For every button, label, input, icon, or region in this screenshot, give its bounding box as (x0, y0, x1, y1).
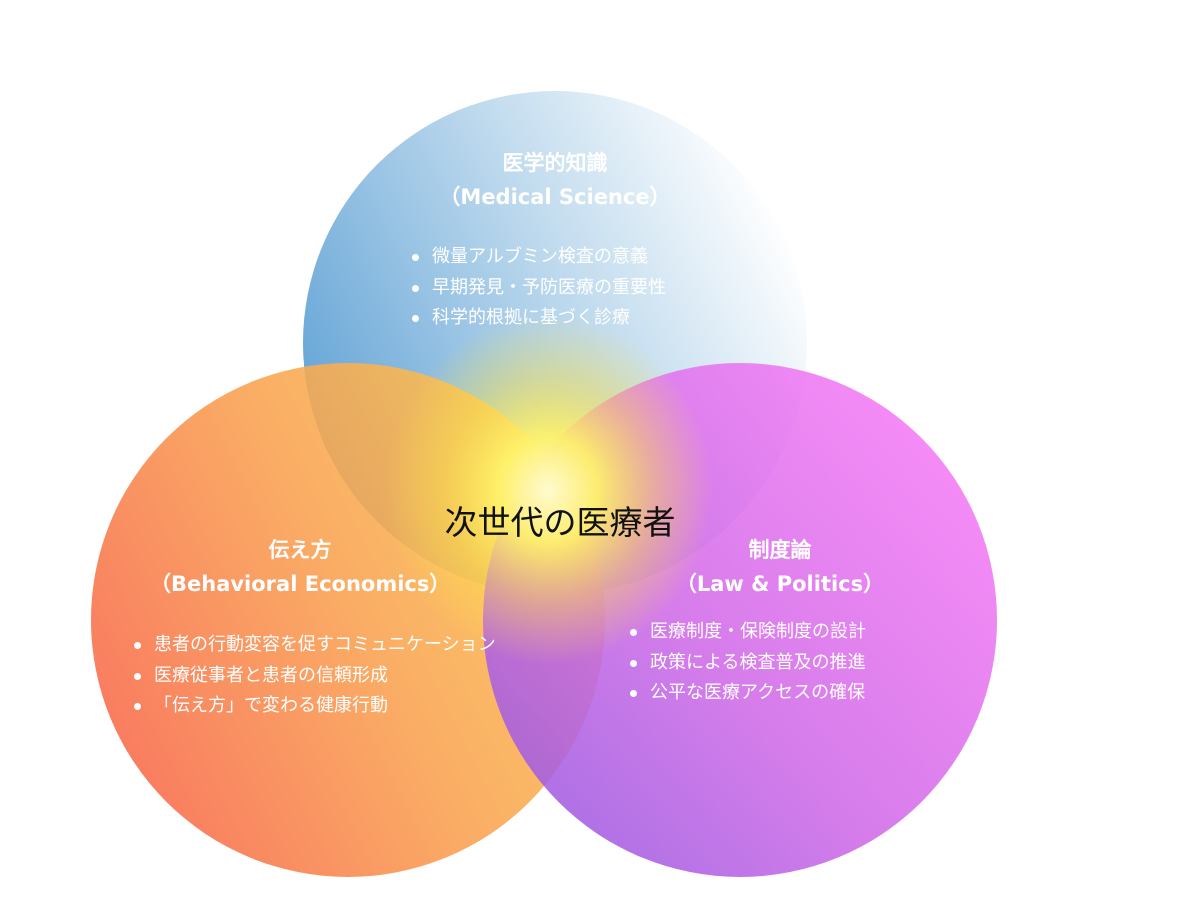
list-item: 患者の行動変容を促すコミュニケーション (130, 630, 496, 661)
list-item: 政策による検査普及の推進 (626, 648, 866, 679)
list-item: 公平な医療アクセスの確保 (626, 678, 866, 709)
list-item: 科学的根拠に基づく診療 (408, 303, 666, 334)
medical-science-subtitle: （Medical Science） (439, 185, 671, 209)
behavioral-economics-list: 患者の行動変容を促すコミュニケーション 医療従事者と患者の信頼形成 「伝え方」で… (130, 630, 496, 722)
list-item: 早期発見・予防医療の重要性 (408, 273, 666, 304)
law-politics-subtitle: （Law & Politics） (675, 572, 885, 596)
law-politics-list: 医療制度・保険制度の設計 政策による検査普及の推進 公平な医療アクセスの確保 (626, 617, 866, 709)
list-item: 医療従事者と患者の信頼形成 (130, 661, 496, 692)
law-politics-heading: 制度論 （Law & Politics） (630, 533, 930, 601)
medical-science-heading: 医学的知識 （Medical Science） (405, 146, 705, 214)
law-politics-title: 制度論 (748, 538, 812, 562)
behavioral-economics-title: 伝え方 (268, 538, 332, 562)
list-item: 医療制度・保険制度の設計 (626, 617, 866, 648)
behavioral-economics-heading: 伝え方 （Behavioral Economics） (150, 533, 450, 601)
list-item: 微量アルブミン検査の意義 (408, 242, 666, 273)
overlap-glow (383, 315, 713, 665)
medical-science-title: 医学的知識 (502, 151, 608, 175)
medical-science-list: 微量アルブミン検査の意義 早期発見・予防医療の重要性 科学的根拠に基づく診療 (408, 242, 666, 334)
center-title: 次世代の医療者 (444, 503, 676, 542)
behavioral-economics-subtitle: （Behavioral Economics） (150, 572, 451, 596)
list-item: 「伝え方」で変わる健康行動 (130, 691, 496, 722)
